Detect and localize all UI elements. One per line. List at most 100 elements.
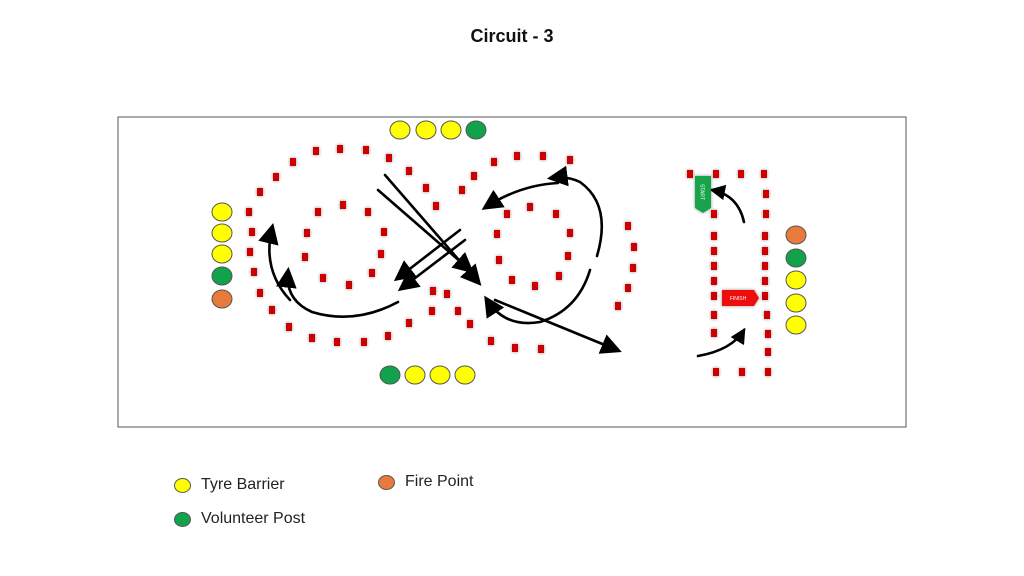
cone-marker (369, 269, 375, 277)
direction-arrows (258, 165, 746, 358)
tyre-barrier (785, 270, 807, 290)
volunteer-post (465, 120, 487, 140)
cone-marker (540, 152, 546, 160)
cone-marker (762, 292, 768, 300)
cone-marker (625, 284, 631, 292)
cone-marker (527, 203, 533, 211)
cone-marker (763, 210, 769, 218)
legend-fire-point: Fire Point (378, 473, 473, 491)
cone-marker (711, 292, 717, 300)
cone-marker (567, 229, 573, 237)
tyre-barrier (454, 365, 476, 385)
arrow-cross-up-2 (397, 238, 467, 292)
cone-marker (711, 210, 717, 218)
volunteer-post (211, 266, 233, 286)
tyre-barrier (404, 365, 426, 385)
arrow-to-start (709, 184, 746, 224)
cone-marker (739, 368, 745, 376)
cone-marker (361, 338, 367, 346)
cone-marker (467, 320, 473, 328)
cone-marker (257, 188, 263, 196)
cone-marker (385, 332, 391, 340)
tyre-barrier (211, 202, 233, 222)
cone-marker (765, 330, 771, 338)
cone-marker (334, 338, 340, 346)
cone-marker (630, 264, 636, 272)
cone-marker (512, 344, 518, 352)
diagram-title: Circuit - 3 (470, 26, 554, 46)
cone-marker (625, 222, 631, 230)
cone-marker (711, 277, 717, 285)
cone-marker (249, 228, 255, 236)
cone-marker (423, 184, 429, 192)
tyre-barrier (785, 293, 807, 313)
cone-marker (365, 208, 371, 216)
cone-marker (346, 281, 352, 289)
cone-marker (455, 307, 461, 315)
cone-marker (406, 319, 412, 327)
cone-marker (509, 276, 515, 284)
cone-marker (302, 253, 308, 261)
volunteer-post-icon (174, 511, 191, 527)
cone-marker (459, 186, 465, 194)
cone-marker (309, 334, 315, 342)
cone-marker (711, 311, 717, 319)
cone-marker (765, 348, 771, 356)
barriers-layer (211, 120, 807, 385)
finish-sign-label: FINISH (730, 296, 747, 302)
cone-marker (567, 156, 573, 164)
cone-marker (381, 228, 387, 236)
cone-marker (514, 152, 520, 160)
tyre-barrier-icon (174, 477, 191, 493)
cone-marker (762, 247, 768, 255)
legend-tyre-barrier-label: Tyre Barrier (201, 476, 285, 493)
cone-marker (320, 274, 326, 282)
cone-marker (765, 368, 771, 376)
cone-marker (246, 208, 252, 216)
arrow-cross-up-1 (393, 228, 462, 282)
cone-marker (378, 250, 384, 258)
cone-marker (406, 167, 412, 175)
cone-marker (273, 173, 279, 181)
legend-volunteer-post: Volunteer Post (174, 510, 305, 528)
tyre-barrier (211, 244, 233, 264)
arrow-cross-down-2 (383, 173, 482, 286)
cone-marker (315, 208, 321, 216)
cone-marker (433, 202, 439, 210)
cone-marker (762, 277, 768, 285)
cone-marker (711, 247, 717, 255)
fire-point (785, 225, 807, 245)
cone-marker (763, 190, 769, 198)
cone-marker (615, 302, 621, 310)
cones-layer (246, 145, 771, 376)
cone-marker (538, 345, 544, 353)
cone-marker (247, 248, 253, 256)
cone-marker (762, 262, 768, 270)
arrow-left-up (258, 222, 292, 302)
cone-marker (556, 272, 562, 280)
arrow-right-top (481, 181, 560, 210)
cone-marker (313, 147, 319, 155)
cone-marker (711, 262, 717, 270)
cone-marker (304, 229, 310, 237)
tyre-barrier (211, 223, 233, 243)
cone-marker (713, 170, 719, 178)
start-sign: START (695, 176, 711, 213)
cone-marker (491, 158, 497, 166)
tyre-barrier (389, 120, 411, 140)
cone-marker (290, 158, 296, 166)
legend-fire-point-label: Fire Point (405, 473, 474, 490)
cone-marker (532, 282, 538, 290)
volunteer-post (379, 365, 401, 385)
cone-marker (269, 306, 275, 314)
tyre-barrier (440, 120, 462, 140)
cone-marker (494, 230, 500, 238)
cone-marker (496, 256, 502, 264)
cone-marker (713, 368, 719, 376)
cone-marker (711, 329, 717, 337)
arrow-right-loop (546, 165, 604, 258)
fire-point (211, 289, 233, 309)
cone-marker (711, 232, 717, 240)
volunteer-post (785, 248, 807, 268)
